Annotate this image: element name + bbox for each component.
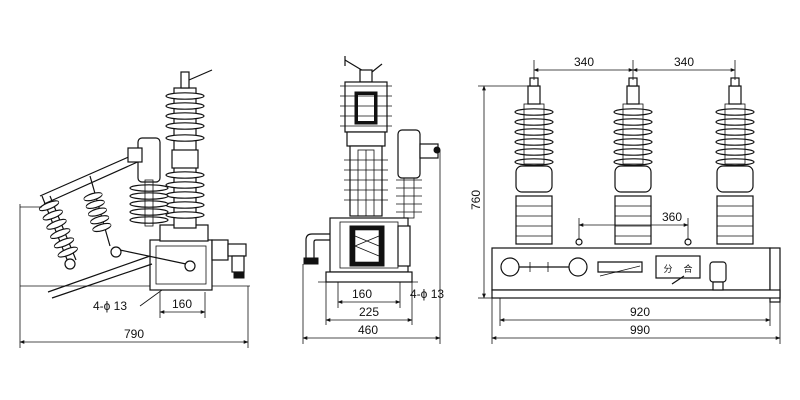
- front-dim-base-width: 920: [630, 305, 650, 319]
- front-dim-mount-spacing: 360: [662, 210, 682, 224]
- section-dim-inner: 160: [352, 287, 372, 301]
- section-main-insulator: [340, 81, 392, 217]
- front-pole-left: [514, 77, 554, 245]
- front-dim-height: 760: [469, 190, 483, 210]
- section-view: 160 4-ϕ 13 225 460: [302, 56, 444, 344]
- front-status-panel: 分 合: [655, 255, 701, 285]
- section-dim-overall-width: 460: [358, 323, 378, 337]
- side-dim-overall-width: 790: [124, 327, 144, 341]
- section-dim-mount: 225: [359, 305, 379, 319]
- section-ct-column: [396, 129, 441, 219]
- front-dim-pole-spacing-left: 340: [574, 55, 594, 69]
- front-dim-pole-spacing-right: 340: [674, 55, 694, 69]
- section-hole-label: 4-ϕ 13: [410, 287, 444, 301]
- side-arrester: [19, 147, 196, 299]
- side-view: 160 4-ϕ 13 790: [19, 69, 250, 348]
- front-view: 分 合 340 340 760 360 920 990: [469, 55, 781, 344]
- side-main-insulator: [165, 69, 213, 229]
- panel-label-open: 分: [663, 264, 672, 274]
- front-pole-middle: [613, 77, 653, 245]
- front-pole-right: [715, 77, 755, 245]
- side-dim-hole-spacing: 160: [172, 297, 192, 311]
- side-hole-label: 4-ϕ 13: [93, 299, 127, 313]
- front-dim-overall-width: 990: [630, 323, 650, 337]
- panel-label-close: 合: [683, 263, 692, 274]
